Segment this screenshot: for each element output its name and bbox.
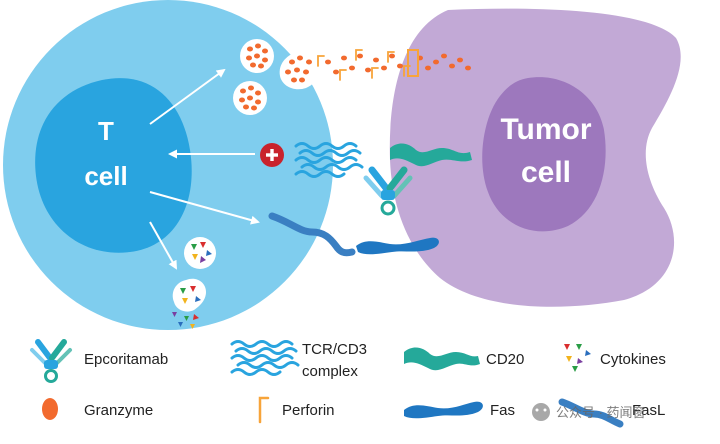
epcoritamab-icon [363, 166, 413, 216]
legend-fasl-label: FasL [632, 402, 665, 419]
legend-fas-icon [404, 401, 483, 419]
fas-icon [356, 237, 439, 255]
legend-fasl-icon [558, 398, 624, 428]
legend-fas-label: Fas [490, 402, 515, 419]
granzyme-vesicle-release [279, 48, 323, 90]
cytokine-stream [172, 312, 199, 329]
legend-cd20-label: CD20 [486, 351, 524, 368]
legend-epcoritamab-label: Epcoritamab [84, 351, 168, 368]
legend-epcoritamab-icon [30, 339, 72, 383]
t-cell-label-line2: cell [84, 161, 127, 191]
legend-perforin-icon [258, 396, 270, 424]
perforin-pore [407, 49, 419, 77]
signal-arrows [149, 68, 260, 270]
granzyme-stream [325, 53, 471, 75]
granzyme-vesicle-1 [240, 39, 274, 73]
watermark: 公众号 · 药闻窗 [532, 403, 646, 421]
legend-tcr-label-line2: complex [302, 363, 358, 380]
cytokine-vesicle-1 [184, 237, 216, 269]
legend-tcr-label-line1: TCR/CD3 [302, 341, 367, 358]
plus-badge-icon [260, 143, 284, 167]
legend-perforin-label: Perforin [282, 402, 335, 419]
watermark-text: 公众号 · 药闻窗 [556, 405, 646, 420]
legend: Epcoritamab TCR/CD3 complex CD20 Cytokin… [30, 339, 666, 428]
fasl-icon [268, 212, 356, 257]
tcr-cd3-complex-icon [294, 142, 364, 178]
granzyme-vesicle-2 [233, 81, 267, 115]
legend-cytokines-icon [564, 344, 591, 372]
t-cell-label-line1: T [98, 116, 114, 146]
tumor-label-line2: cell [521, 156, 571, 189]
tumor-label-line1: Tumor [500, 113, 591, 146]
legend-cytokines-label: Cytokines [600, 351, 666, 368]
tumor-cell-nucleus [482, 77, 606, 232]
legend-granzyme-icon [42, 398, 58, 420]
cd20-icon [390, 143, 472, 167]
wechat-icon [532, 403, 550, 421]
legend-cd20-icon [404, 347, 480, 371]
legend-tcr-cd3-icon [230, 340, 300, 376]
cytokine-vesicle-2 [172, 278, 206, 312]
legend-granzyme-label: Granzyme [84, 402, 153, 419]
